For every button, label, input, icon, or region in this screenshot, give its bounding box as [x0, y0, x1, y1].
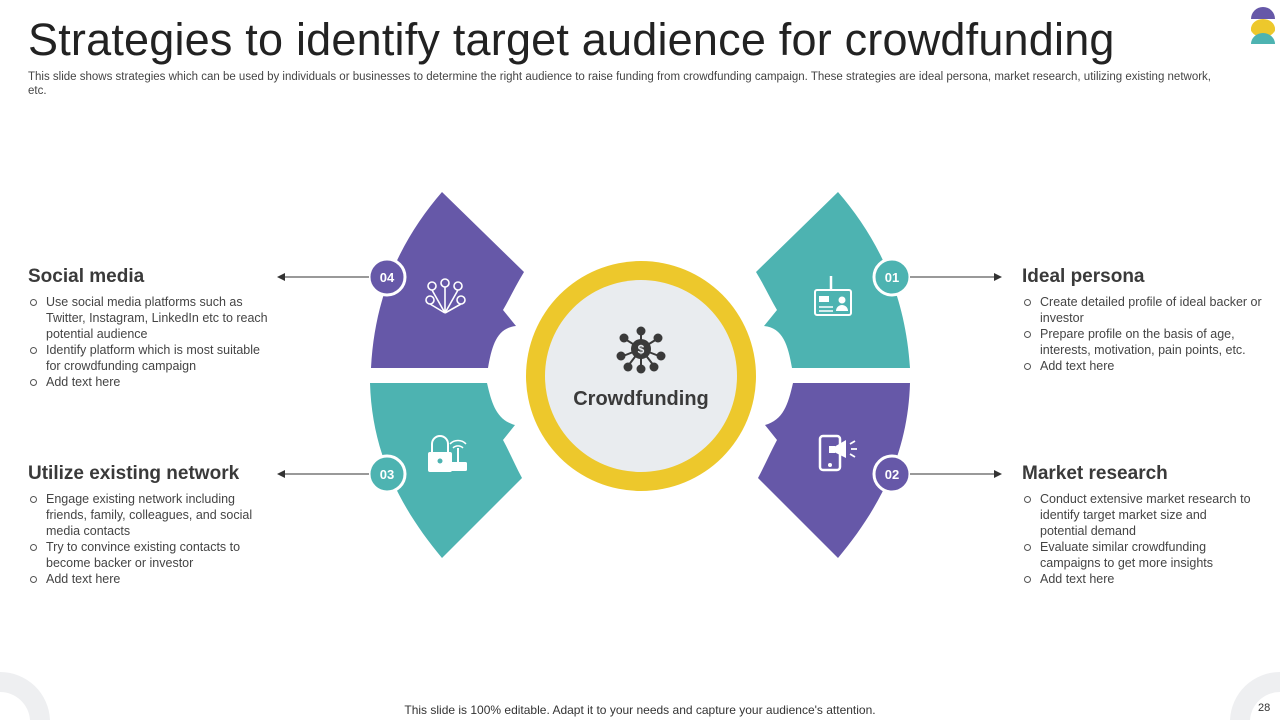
center-disc [545, 280, 737, 472]
bullet-item: Create detailed profile of ideal backer … [1022, 294, 1267, 326]
badge-03: 03 [367, 454, 407, 494]
bullet-item: Add text here [28, 374, 278, 390]
bullet-list: Create detailed profile of ideal backer … [1022, 294, 1267, 374]
strategy-title: Market research [1022, 463, 1168, 484]
lock-router-icon [428, 435, 467, 472]
strategy-block-03: Utilize existing network Engage existing… [28, 463, 278, 587]
badge-04: 04 [367, 257, 407, 297]
svg-text:01: 01 [885, 270, 899, 285]
network-dollar-icon: $ [616, 326, 666, 374]
corner-arc-left [0, 672, 50, 720]
bullet-item: Add text here [28, 571, 278, 587]
svg-text:$: $ [638, 343, 645, 357]
corner-arc-right [1230, 672, 1280, 720]
bullet-item: Try to convince existing contacts to bec… [28, 539, 278, 571]
strategy-block-04: Social media Use social media platforms … [28, 266, 278, 390]
footer-note: This slide is 100% editable. Adapt it to… [404, 703, 876, 717]
svg-text:03: 03 [380, 467, 394, 482]
badge-02: 02 [872, 454, 912, 494]
page-title: Strategies to identify target audience f… [28, 14, 1115, 65]
social-network-icon [425, 278, 466, 314]
bullet-list: Use social media platforms such as Twitt… [28, 294, 278, 390]
bullet-item: Engage existing network including friend… [28, 491, 278, 539]
badge-01: 01 [872, 257, 912, 297]
strategy-title: Utilize existing network [28, 463, 240, 484]
bullet-item: Evaluate similar crowdfunding campaigns … [1022, 539, 1257, 571]
bullet-list: Conduct extensive market research to ide… [1022, 491, 1257, 587]
page-subtitle: This slide shows strategies which can be… [28, 71, 1211, 97]
id-card-icon [814, 276, 852, 316]
svg-text:04: 04 [380, 270, 395, 285]
brand-logo-icon [1251, 7, 1275, 44]
bullet-item: Identify platform which is most suitable… [28, 342, 278, 374]
bullet-list: Engage existing network including friend… [28, 491, 278, 587]
bullet-item: Add text here [1022, 358, 1267, 374]
strategy-block-02: Market research Conduct extensive market… [1022, 463, 1257, 587]
petal-01 [756, 192, 910, 368]
svg-text:02: 02 [885, 467, 899, 482]
center-label: Crowdfunding [573, 388, 709, 410]
strategy-title: Social media [28, 266, 145, 287]
strategy-block-01: Ideal persona Create detailed profile of… [1022, 266, 1267, 374]
bullet-item: Prepare profile on the basis of age, int… [1022, 326, 1267, 358]
bullet-item: Use social media platforms such as Twitt… [28, 294, 278, 342]
page-number: 28 [1258, 702, 1271, 714]
strategy-title: Ideal persona [1022, 266, 1145, 287]
bullet-item: Add text here [1022, 571, 1257, 587]
mobile-megaphone-icon [818, 434, 857, 472]
bullet-item: Conduct extensive market research to ide… [1022, 491, 1257, 539]
